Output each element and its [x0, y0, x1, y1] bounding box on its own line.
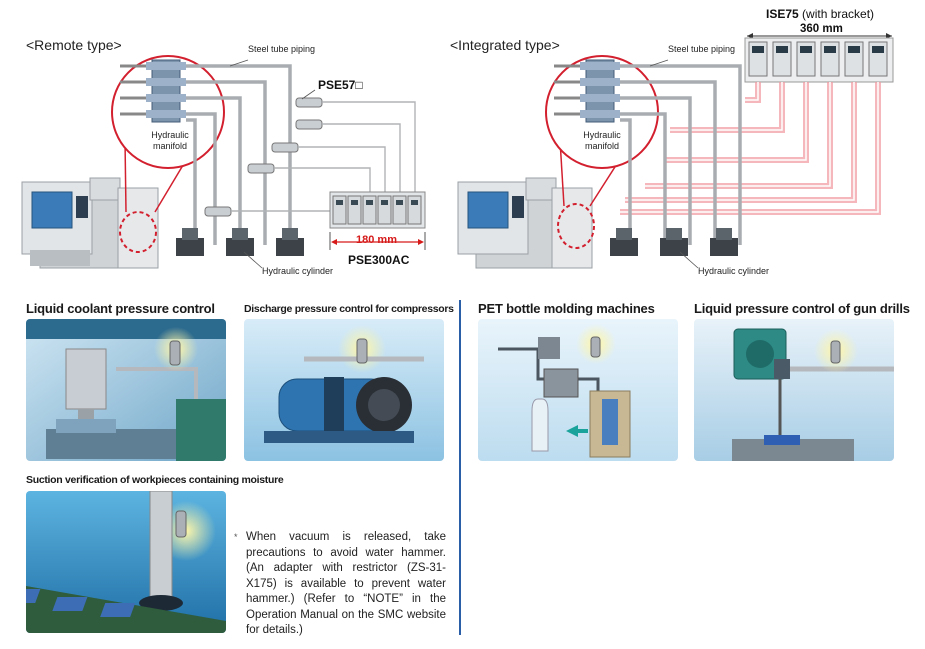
- section-divider: [459, 300, 461, 635]
- title-liquid-coolant: Liquid coolant pressure control: [26, 301, 215, 316]
- steel-tube-piping-remote: [186, 64, 292, 245]
- panel-gun-drills: [694, 319, 894, 461]
- panel-discharge-pressure: [244, 319, 444, 461]
- hydraulic-cylinder-label-integrated: Hydraulic cylinder: [698, 266, 770, 276]
- note-asterisk: *: [234, 532, 238, 542]
- steel-tube-label-integrated: Steel tube piping: [668, 44, 736, 54]
- manifold-label-integrated: Hydraulic manifold: [583, 130, 621, 151]
- integrated-type-heading: <Integrated type>: [450, 37, 560, 53]
- vacuum-note: * When vacuum is released, take precauti…: [234, 530, 446, 639]
- panel-liquid-coolant: [26, 319, 226, 461]
- hydraulic-manifold-integrated: [554, 59, 620, 123]
- hydraulic-cylinder-label-remote: Hydraulic cylinder: [262, 266, 334, 276]
- panel-suction-verification: [26, 491, 226, 633]
- pse300ac-label: PSE300AC: [348, 253, 410, 267]
- title-discharge-pressure: Discharge pressure control for compresso…: [244, 303, 454, 315]
- glowing-cables: [620, 82, 881, 215]
- remote-type-diagram: [21, 55, 426, 269]
- hydraulic-cylinders-remote: [176, 228, 304, 256]
- manifold-label-remote: Hydraulic manifold: [151, 130, 189, 151]
- title-pet-bottle: PET bottle molding machines: [478, 301, 655, 316]
- dimension-180mm-label: 180 mm: [356, 234, 397, 246]
- pse300ac-controllers: [329, 191, 426, 229]
- integrated-type-diagram: [457, 33, 894, 269]
- remote-type-heading: <Remote type>: [26, 37, 122, 53]
- ise75-label: ISE75 (with bracket): [766, 7, 875, 21]
- note-text: When vacuum is released, take precaution…: [246, 531, 446, 636]
- hydraulic-cylinders-integrated: [610, 228, 738, 256]
- ise75-units: [744, 37, 894, 83]
- pse57-label: PSE57□: [318, 78, 363, 92]
- machine-tool-integrated: [457, 177, 593, 269]
- machine-tool-remote: [21, 177, 159, 269]
- title-gun-drills: Liquid pressure control of gun drills: [694, 301, 910, 316]
- panel-pet-bottle: [478, 319, 678, 461]
- dimension-360mm-label: 360 mm: [800, 23, 843, 35]
- title-suction-verification: Suction verification of workpieces conta…: [26, 474, 284, 486]
- hydraulic-manifold-remote: [120, 59, 186, 123]
- dimension-180mm: [329, 232, 426, 250]
- pse57-sensors: [204, 97, 323, 217]
- steel-tube-label-remote: Steel tube piping: [248, 44, 316, 54]
- callout-ellipse-remote: [119, 211, 157, 253]
